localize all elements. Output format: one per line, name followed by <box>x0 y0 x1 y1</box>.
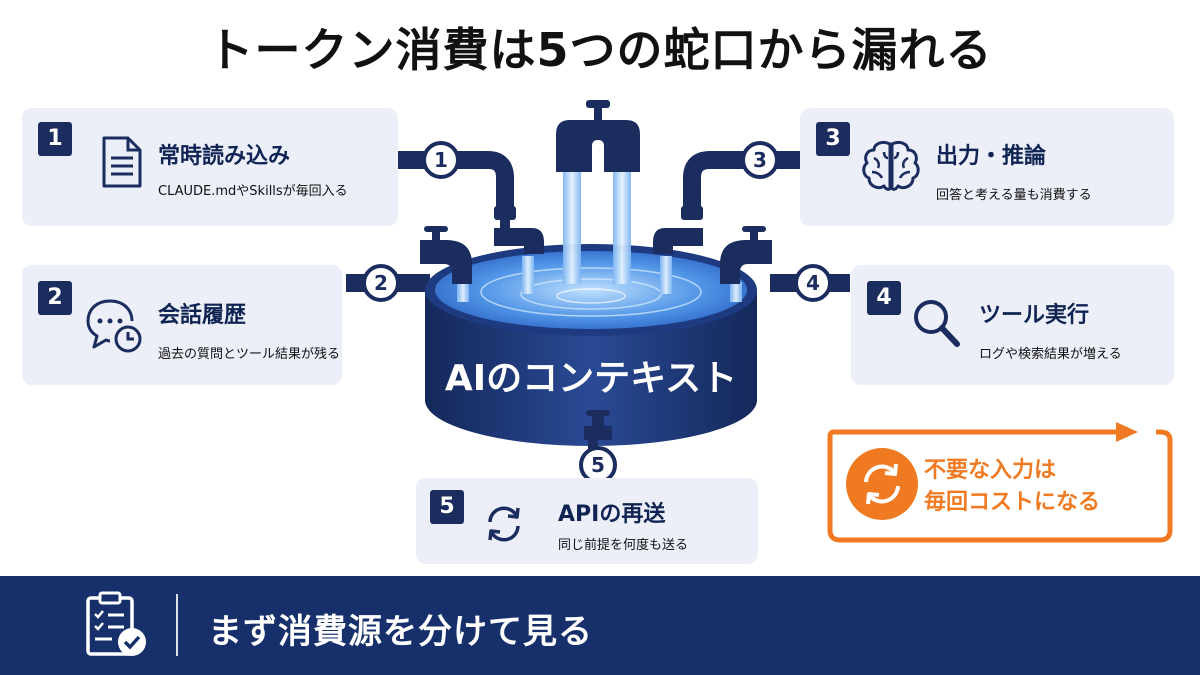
source-card-1: 1 常時読み込み CLAUDE.mdやSkillsが毎回入る <box>22 108 398 226</box>
faucet-3 <box>653 196 703 254</box>
card-desc-1: CLAUDE.mdやSkillsが毎回入る <box>158 184 348 199</box>
card-title-1: 常時読み込み <box>158 144 291 169</box>
source-card-5: 5 APIの再送 同じ前提を何度も送る <box>416 478 758 564</box>
water-streams <box>457 172 742 302</box>
faucet-2 <box>420 226 472 284</box>
page-title: トークン消費は5つの蛇口から漏れる <box>207 23 993 77</box>
source-card-2: 2 会話履歴 過去の質問とツール結果が残る <box>22 265 342 385</box>
document-icon <box>102 136 142 188</box>
card-number-1: 1 <box>38 122 72 156</box>
pipe-badge-5: 5 <box>591 453 605 477</box>
refresh-icon <box>488 506 520 542</box>
faucet-4 <box>720 226 772 284</box>
callout-text: 不要な入力は 毎回コストになる <box>924 455 1100 519</box>
faucet-5 <box>584 410 612 452</box>
footer-text: まず消費源を分けて見る <box>208 612 593 652</box>
cost-callout <box>827 422 1173 543</box>
card-number-3: 3 <box>816 122 850 156</box>
tank-label: AIのコンテキスト <box>445 358 737 399</box>
callout-line-1: 不要な入力は <box>924 458 1057 483</box>
callout-line-2: 毎回コストになる <box>924 490 1101 515</box>
footer-banner <box>0 576 1200 675</box>
checklist-icon <box>86 591 146 656</box>
source-card-4: 4 ツール実行 ログや検索結果が増える <box>851 265 1174 385</box>
card-number-4: 4 <box>867 281 901 315</box>
card-title-5: APIの再送 <box>558 502 666 527</box>
card-desc-5: 同じ前提を何度も送る <box>558 538 689 553</box>
card-title-4: ツール実行 <box>979 303 1090 328</box>
search-icon <box>914 300 960 347</box>
card-desc-3: 回答と考える量も消費する <box>936 188 1092 203</box>
footer-divider <box>176 594 178 656</box>
brain-icon <box>862 140 920 191</box>
faucet-top <box>556 100 640 172</box>
card-title-3: 出力・推論 <box>936 144 1047 169</box>
pipe-badge-1: 1 <box>434 148 448 172</box>
card-desc-4: ログや検索結果が増える <box>979 347 1122 362</box>
cycle-icon <box>846 448 918 520</box>
card-desc-2: 過去の質問とツール結果が残る <box>158 347 341 362</box>
callout-arrow-icon <box>1116 422 1138 442</box>
pipe-badges <box>362 141 832 484</box>
faucet-1 <box>494 196 544 254</box>
source-card-3: 3 出力・推論 回答と考える量も消費する <box>800 108 1174 226</box>
pipe-badge-2: 2 <box>374 271 388 295</box>
card-number-5: 5 <box>430 490 464 524</box>
card-title-2: 会話履歴 <box>158 303 247 328</box>
pipe-badge-3: 3 <box>753 148 767 172</box>
card-number-2: 2 <box>38 281 72 315</box>
chat-clock-icon <box>86 299 142 353</box>
pipe-badge-4: 4 <box>806 271 820 295</box>
